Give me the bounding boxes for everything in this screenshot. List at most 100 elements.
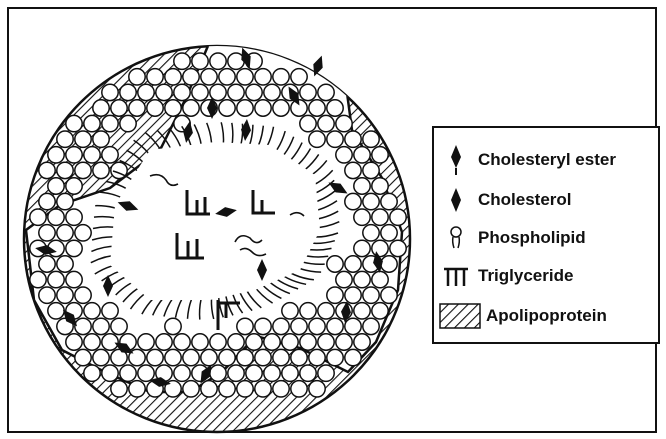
phospholipid-head bbox=[300, 334, 316, 350]
phospholipid-head bbox=[336, 334, 352, 350]
phospholipid-head bbox=[228, 334, 244, 350]
phospholipid-head bbox=[48, 303, 64, 319]
phospholipid-head bbox=[102, 84, 118, 100]
phospholipid-head bbox=[201, 69, 217, 85]
phospholipid-head bbox=[183, 69, 199, 85]
cholesterol-icon bbox=[434, 182, 478, 218]
phospholipid-head bbox=[300, 303, 316, 319]
legend-item-triglyceride: Triglyceride bbox=[434, 258, 573, 294]
phospholipid-head bbox=[354, 178, 370, 194]
phospholipid-head bbox=[327, 131, 343, 147]
phospholipid-head bbox=[264, 334, 280, 350]
phospholipid-head bbox=[84, 303, 100, 319]
phospholipid-head bbox=[381, 287, 397, 303]
phospholipid-head bbox=[93, 131, 109, 147]
phospholipid-head bbox=[309, 100, 325, 116]
phospholipid-head bbox=[354, 147, 370, 163]
phospholipid-head bbox=[390, 209, 406, 225]
phospholipid-head bbox=[255, 69, 271, 85]
phospholipid-head bbox=[75, 131, 91, 147]
phospholipid-head bbox=[381, 256, 397, 272]
phospholipid-head bbox=[174, 334, 190, 350]
phospholipid-head bbox=[66, 147, 82, 163]
phospholipid-head bbox=[93, 318, 109, 334]
phospholipid-head bbox=[57, 287, 73, 303]
phospholipid-head bbox=[156, 84, 172, 100]
phospholipid-head bbox=[300, 84, 316, 100]
phospholipid-head bbox=[129, 100, 145, 116]
phospholipid-head bbox=[30, 271, 46, 287]
phospholipid-head bbox=[363, 318, 379, 334]
phospholipid-head bbox=[336, 271, 352, 287]
phospholipid-head bbox=[345, 162, 361, 178]
phospholipid-head bbox=[219, 100, 235, 116]
phospholipid-head bbox=[273, 381, 289, 397]
phospholipid-head bbox=[93, 349, 109, 365]
phospholipid-head bbox=[165, 69, 181, 85]
phospholipid-head bbox=[318, 84, 334, 100]
phospholipid-head bbox=[111, 100, 127, 116]
phospholipid-head bbox=[174, 53, 190, 69]
phospholipid-head bbox=[372, 209, 388, 225]
phospholipid-head bbox=[102, 303, 118, 319]
phospholipid-head bbox=[228, 84, 244, 100]
legend-item-apolipoprotein: Apolipoprotein bbox=[434, 298, 607, 334]
phospholipid-head bbox=[291, 381, 307, 397]
phospholipid-head bbox=[318, 303, 334, 319]
phospholipid-head bbox=[372, 271, 388, 287]
phospholipid-head bbox=[282, 303, 298, 319]
phospholipid-head bbox=[237, 381, 253, 397]
phospholipid-head bbox=[192, 84, 208, 100]
phospholipid-head bbox=[66, 115, 82, 131]
phospholipid-head bbox=[345, 193, 361, 209]
phospholipid-head bbox=[246, 334, 262, 350]
phospholipid-head bbox=[255, 349, 271, 365]
phospholipid-head bbox=[345, 349, 361, 365]
phospholipid-head bbox=[102, 147, 118, 163]
phospholipid-head bbox=[84, 147, 100, 163]
phospholipid-head bbox=[201, 381, 217, 397]
phospholipid-head bbox=[291, 69, 307, 85]
phospholipid-head bbox=[120, 84, 136, 100]
phospholipid-head bbox=[138, 334, 154, 350]
phospholipid-head bbox=[111, 318, 127, 334]
phospholipid-head bbox=[282, 334, 298, 350]
phospholipid-head bbox=[273, 318, 289, 334]
phospholipid-head bbox=[309, 131, 325, 147]
phospholipid-head bbox=[300, 115, 316, 131]
phospholipid-head bbox=[228, 365, 244, 381]
phospholipid-head bbox=[354, 209, 370, 225]
phospholipid-head bbox=[210, 53, 226, 69]
phospholipid-head bbox=[354, 271, 370, 287]
phospholipid-head bbox=[102, 365, 118, 381]
phospholipid-head bbox=[381, 225, 397, 241]
phospholipid-head bbox=[93, 162, 109, 178]
phospholipid-head bbox=[75, 287, 91, 303]
phospholipid-head bbox=[255, 318, 271, 334]
phospholipid-head bbox=[39, 193, 55, 209]
phospholipid-head bbox=[183, 381, 199, 397]
phospholipid-head bbox=[84, 115, 100, 131]
phospholipid-head bbox=[138, 84, 154, 100]
phospholipid-head bbox=[39, 287, 55, 303]
phospholipid-head bbox=[291, 349, 307, 365]
phospholipid-head bbox=[147, 69, 163, 85]
phospholipid-head bbox=[147, 349, 163, 365]
phospholipid-head bbox=[336, 147, 352, 163]
phospholipid-head bbox=[255, 100, 271, 116]
phospholipid-head bbox=[192, 334, 208, 350]
phospholipid-head bbox=[57, 162, 73, 178]
phospholipid-head bbox=[363, 193, 379, 209]
phospholipid-head bbox=[372, 147, 388, 163]
phospholipid-head bbox=[273, 100, 289, 116]
phospholipid-head bbox=[309, 349, 325, 365]
legend-label: Cholesteryl ester bbox=[478, 150, 616, 170]
phospholipid-head bbox=[219, 381, 235, 397]
phospholipid-head bbox=[84, 334, 100, 350]
phospholipid-head bbox=[282, 365, 298, 381]
phospholipid-head bbox=[75, 349, 91, 365]
phospholipid-head bbox=[57, 131, 73, 147]
phospholipid-head bbox=[327, 287, 343, 303]
phospholipid-head bbox=[354, 303, 370, 319]
phospholipid-head bbox=[102, 115, 118, 131]
